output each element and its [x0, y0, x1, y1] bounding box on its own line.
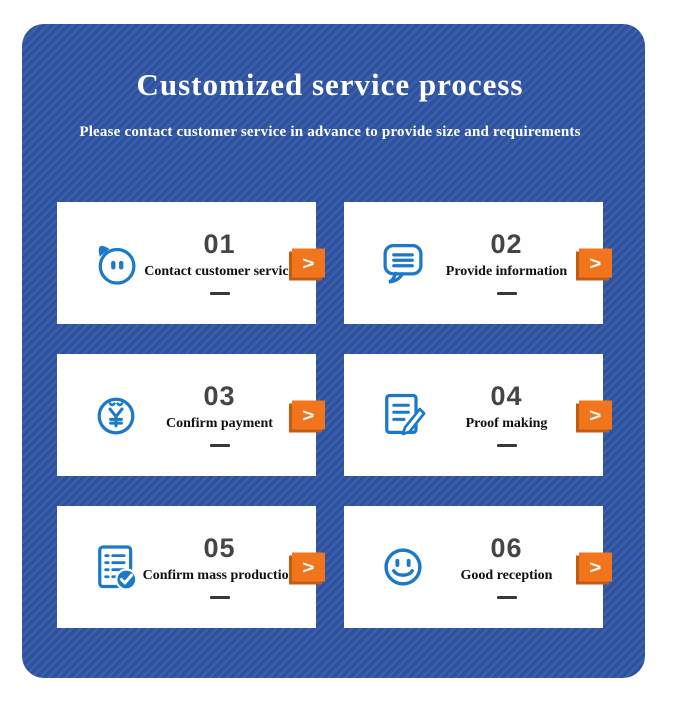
chevron-right-icon: > — [589, 405, 602, 426]
step-text: 06 Good reception — [410, 532, 603, 600]
chevron-right-icon: > — [589, 253, 602, 274]
checklist-check-icon — [89, 540, 143, 594]
step-text: 05 Confirm mass production — [123, 532, 316, 600]
chevron-right-icon: > — [302, 253, 315, 274]
smiley-icon — [376, 540, 430, 594]
step-card-02: 02 Provide information > — [344, 202, 612, 325]
step-arrow-button-05[interactable]: > — [292, 552, 325, 582]
step-label: Confirm payment — [166, 415, 273, 431]
step-number: 05 — [203, 532, 236, 563]
step-text: 02 Provide information — [410, 228, 603, 296]
message-lines-icon — [376, 236, 430, 290]
step-underline-dash — [209, 595, 230, 600]
step-arrow-button-02[interactable]: > — [579, 248, 612, 278]
step-label: Proof making — [465, 415, 548, 431]
step-card-03: 03 Confirm payment > — [57, 354, 325, 477]
step-number: 04 — [490, 380, 523, 411]
step-number: 02 — [490, 228, 523, 259]
step-text: 03 Confirm payment — [123, 380, 316, 448]
step-label: Provide information — [445, 263, 568, 279]
page-subtitle: Please contact customer service in advan… — [79, 124, 581, 141]
steps-grid: 01 Contact customer service > 02 Provide… — [57, 202, 612, 629]
step-label: Contact customer service — [144, 263, 295, 279]
step-label: Confirm mass production — [142, 567, 297, 583]
chevron-right-icon: > — [302, 405, 315, 426]
step-arrow-button-04[interactable]: > — [579, 400, 612, 430]
step-label: Good reception — [460, 567, 553, 583]
step-card-05: 05 Confirm mass production > — [57, 506, 325, 629]
step-text: 04 Proof making — [410, 380, 603, 448]
step-card-04: 04 Proof making > — [344, 354, 612, 477]
step-arrow-button-01[interactable]: > — [292, 248, 325, 278]
step-arrow-button-03[interactable]: > — [292, 400, 325, 430]
step-number: 01 — [203, 228, 236, 259]
coin-yuan-icon — [89, 388, 143, 442]
step-underline-dash — [496, 443, 517, 448]
chevron-right-icon: > — [589, 557, 602, 578]
step-underline-dash — [209, 443, 230, 448]
step-card-06: 06 Good reception > — [344, 506, 612, 629]
step-arrow-button-06[interactable]: > — [579, 552, 612, 582]
service-process-panel: Customized service process Please contac… — [22, 24, 645, 678]
step-number: 06 — [490, 532, 523, 563]
step-underline-dash — [496, 595, 517, 600]
chat-face-icon — [89, 236, 143, 290]
step-underline-dash — [209, 291, 230, 296]
step-text: 01 Contact customer service — [123, 228, 316, 296]
step-number: 03 — [203, 380, 236, 411]
page-title: Customized service process — [136, 67, 524, 102]
chevron-right-icon: > — [302, 557, 315, 578]
step-card-01: 01 Contact customer service > — [57, 202, 325, 325]
step-underline-dash — [496, 291, 517, 296]
document-pencil-icon — [376, 388, 430, 442]
